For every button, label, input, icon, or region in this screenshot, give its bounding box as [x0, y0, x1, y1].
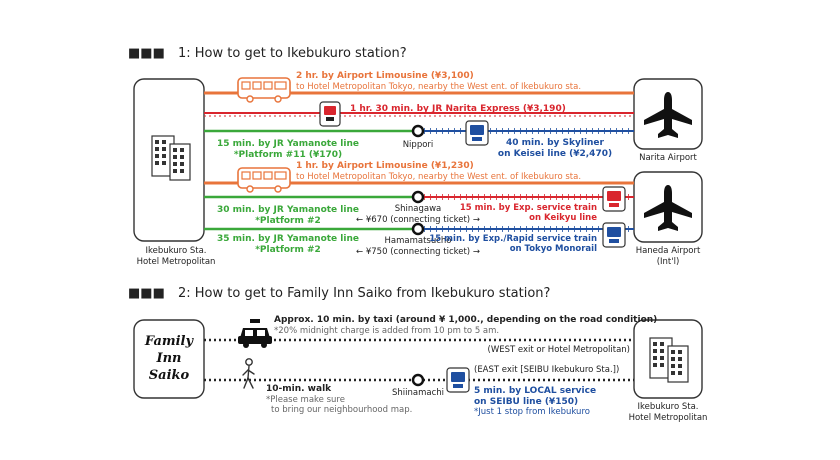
- bus-icon: [237, 167, 291, 193]
- yamanote-nippori-line1: 15 min. by JR Yamanote line: [217, 139, 359, 149]
- yamanote-hamamatsucho-line2: *Platform #2: [255, 245, 321, 255]
- nippori-label: Nippori: [403, 140, 434, 150]
- section1-title: 1: How to get to Ikebukuro station?: [178, 46, 407, 61]
- limo-haneda-sub: to Hotel Metropolitan Tokyo, nearby the …: [296, 172, 581, 182]
- shiinamachi-station-marker: [411, 373, 425, 387]
- inn-logo-line2: Inn: [156, 351, 182, 366]
- keikyu-line2: on Keikyu line: [529, 213, 597, 223]
- haneda-label-line1: Haneda Airport: [636, 246, 701, 256]
- walk-note1: *Please make sure: [266, 395, 345, 405]
- section2-squares: ■■■: [128, 286, 165, 301]
- hamamatsucho-station-marker: [411, 222, 425, 236]
- narita-airport-box: [633, 78, 703, 150]
- destination-ikebukuro-box: [633, 319, 703, 399]
- walking-person-icon: [242, 358, 255, 389]
- yamanote-shinagawa-line1: 30 min. by JR Yamanote line: [217, 205, 359, 215]
- seibu-exit: (EAST exit [SEIBU Ikebukuro Sta.]): [474, 365, 619, 375]
- walk-main: 10-min. walk: [266, 384, 332, 394]
- inn-logo-line1: Family: [144, 334, 195, 349]
- destination-label-line1: Ikebukuro Sta.: [637, 402, 698, 412]
- hamamatsucho-label: Hamamatsucho: [385, 236, 452, 246]
- nippori-station-marker: [411, 124, 425, 138]
- inn-logo-line3: Saiko: [149, 368, 190, 383]
- shinagawa-label: Shinagawa: [395, 204, 442, 214]
- train-icon: [446, 367, 470, 393]
- family-inn-saiko-box: Family Inn Saiko: [133, 319, 205, 399]
- limo-narita-sub: to Hotel Metropolitan Tokyo, nearby the …: [296, 82, 581, 92]
- monorail-line1: 15 min. by Exp./Rapid service train: [429, 234, 597, 244]
- bus-icon: [237, 77, 291, 103]
- yamanote-nippori-line2: *Platform #11 (¥170): [234, 150, 342, 160]
- yamanote-hamamatsucho-line1: 35 min. by JR Yamanote line: [217, 234, 359, 244]
- narita-label: Narita Airport: [639, 153, 697, 163]
- seibu-line2: on SEIBU line (¥150): [474, 397, 578, 407]
- shiinamachi-label: Shiinamachi: [392, 388, 444, 398]
- haneda-airport-box: [633, 171, 703, 243]
- haneda-label-line2: (Int'l): [657, 257, 680, 267]
- origin-ikebukuro: [133, 78, 205, 242]
- monorail-line2: on Tokyo Monorail: [510, 244, 597, 254]
- section2-title: 2: How to get to Family Inn Saiko from I…: [178, 286, 550, 301]
- limo-haneda-label: 1 hr. by Airport Limousine (¥1,230): [296, 161, 474, 171]
- taxi-main: Approx. 10 min. by taxi (around ¥ 1,000.…: [274, 315, 657, 325]
- yamanote-shinagawa-line2: *Platform #2: [255, 216, 321, 226]
- seibu-note: *Just 1 stop from Ikebukuro: [474, 407, 590, 417]
- hamamatsucho-ticket: ← ¥750 (connecting ticket) →: [356, 247, 480, 257]
- train-icon: [319, 101, 341, 127]
- limo-narita-label: 2 hr. by Airport Limousine (¥3,100): [296, 71, 474, 81]
- jr-narita-label: 1 hr. 30 min. by JR Narita Express (¥3,1…: [350, 104, 566, 114]
- origin-label-line1: Ikebukuro Sta.: [145, 246, 206, 256]
- skyliner-line2: on Keisei line (¥2,470): [498, 149, 612, 159]
- keikyu-line1: 15 min. by Exp. service train: [460, 203, 597, 213]
- train-icon: [602, 222, 626, 248]
- origin-label-line2: Hotel Metropolitan: [137, 257, 216, 267]
- taxi-icon: [238, 319, 272, 348]
- seibu-line1: 5 min. by LOCAL service: [474, 386, 596, 396]
- destination-label-line2: Hotel Metropolitan: [629, 413, 708, 423]
- train-icon: [465, 120, 489, 146]
- shinagawa-station-marker: [411, 190, 425, 204]
- walk-note2: to bring our neighbourhood map.: [271, 405, 412, 415]
- taxi-exit: (WEST exit or Hotel Metropolitan): [488, 345, 630, 355]
- shinagawa-ticket: ← ¥670 (connecting ticket) →: [356, 215, 480, 225]
- train-icon: [602, 186, 626, 212]
- taxi-note: *20% midnight charge is added from 10 pm…: [274, 326, 499, 336]
- section1-squares: ■■■: [128, 46, 165, 61]
- skyliner-line1: 40 min. by Skyliner: [506, 138, 605, 148]
